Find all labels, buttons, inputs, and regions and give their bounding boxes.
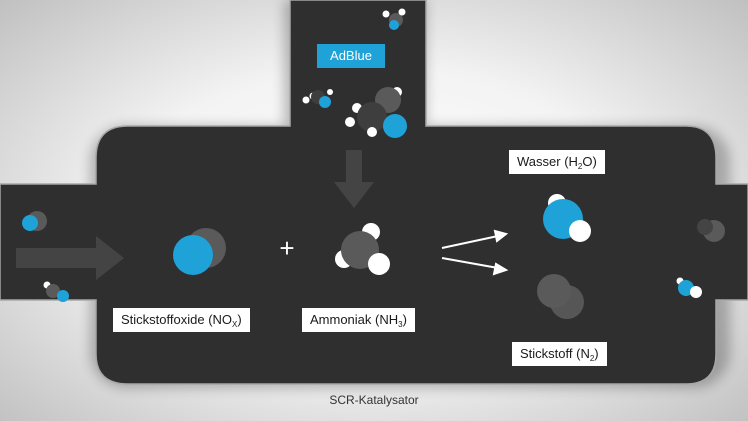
molecules bbox=[22, 8, 725, 319]
n2-label: Stickstoff (N2) bbox=[512, 342, 607, 366]
arrow-to-water-head bbox=[493, 229, 509, 243]
arrow-to-nitrogen bbox=[441, 257, 499, 269]
adblue-down-arrow bbox=[334, 150, 374, 208]
nox-molecule bbox=[173, 228, 226, 275]
h2o-label-sub: 2 bbox=[577, 162, 583, 171]
reaction-arrows bbox=[441, 229, 509, 276]
h2o-label-after: O) bbox=[582, 154, 597, 169]
catalyst-caption: SCR-Katalysator bbox=[329, 393, 419, 407]
inlet-arrow bbox=[16, 236, 124, 280]
arrow-to-water bbox=[441, 235, 499, 249]
outlet-molecule-upper bbox=[697, 219, 725, 242]
nox-label-text: Stickstoffoxide (NO bbox=[121, 312, 233, 327]
arrow-to-nitrogen-head bbox=[492, 262, 509, 276]
nh3-label-after: ) bbox=[402, 312, 407, 327]
plus-sign: + bbox=[279, 233, 295, 263]
n2-label-after: ) bbox=[594, 346, 599, 361]
adblue-label: AdBlue bbox=[317, 44, 385, 68]
n2-label-text: Stickstoff (N bbox=[520, 346, 590, 361]
urea-molecule-small bbox=[302, 89, 333, 108]
nox-label-after: ) bbox=[237, 312, 242, 327]
nh3-label-text: Ammoniak (NH bbox=[310, 312, 399, 327]
inlet-molecule-lower bbox=[43, 281, 69, 302]
urea-molecule-large bbox=[345, 87, 407, 138]
h2o-label: Wasser (H2O) bbox=[509, 150, 605, 174]
outlet-molecule-lower bbox=[676, 277, 702, 298]
nox-label: Stickstoffoxide (NOX) bbox=[113, 308, 250, 332]
ammonia-molecule-top bbox=[382, 8, 406, 30]
h2o-molecule bbox=[543, 194, 591, 242]
nox-label-sub: X bbox=[232, 320, 238, 329]
nh3-molecule bbox=[335, 223, 390, 275]
inlet-molecule-upper bbox=[22, 211, 47, 231]
n2-label-sub: 2 bbox=[589, 354, 595, 363]
nh3-label-sub: 3 bbox=[398, 320, 403, 329]
nh3-label: Ammoniak (NH3) bbox=[302, 308, 415, 332]
n2-molecule bbox=[537, 274, 584, 319]
h2o-label-text: Wasser (H bbox=[517, 154, 578, 169]
